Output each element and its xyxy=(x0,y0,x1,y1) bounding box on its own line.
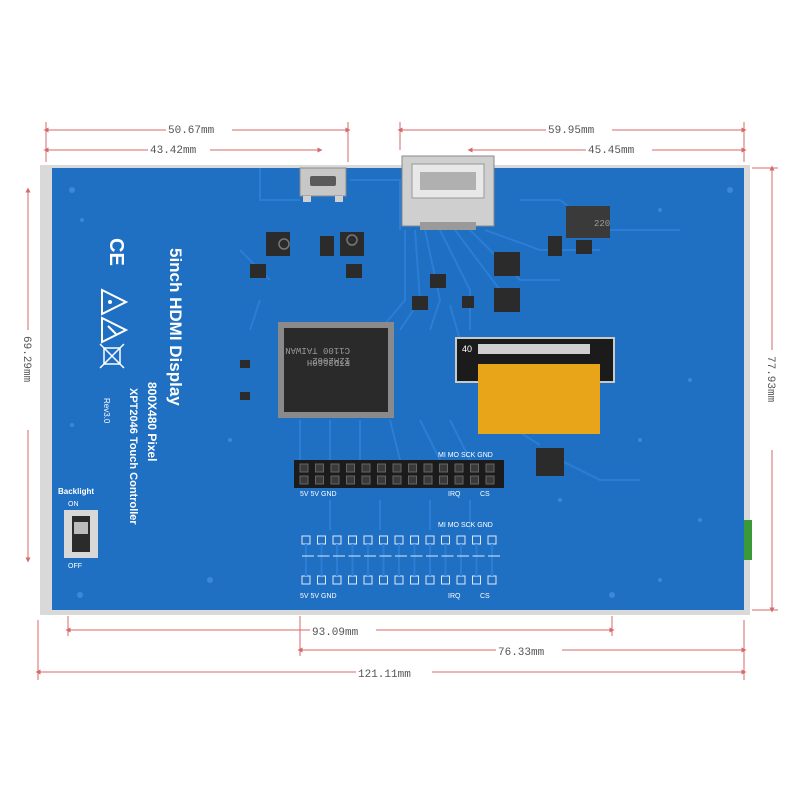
dim-top-right-outer: 59.95mm xyxy=(548,125,595,137)
side-connector xyxy=(744,520,752,560)
ce-mark-icon: CE xyxy=(105,238,127,266)
main-chip-line1: RTD2660H xyxy=(307,357,350,367)
weee-bin-icon xyxy=(99,343,125,369)
header-bottom-cs-label: CS xyxy=(480,491,490,498)
dim-top-outer: 50.67mm xyxy=(168,125,215,137)
board-revision: Rev3.0 xyxy=(102,398,111,424)
dim-bottom-right: 76.33mm xyxy=(498,647,545,659)
dim-right-height: 77.93mm xyxy=(764,356,776,403)
header-top-labels: MI MO SCK GND xyxy=(438,452,493,459)
board-title: 5inch HDMI Display xyxy=(166,248,185,406)
board-controller: XPT2046 Touch Controller xyxy=(127,388,139,525)
header-pin xyxy=(454,475,464,485)
header-pin xyxy=(485,463,495,473)
small-components: 220 xyxy=(240,206,610,476)
dim-left-height: 69.29mm xyxy=(20,336,32,383)
header-pin xyxy=(423,463,433,473)
micro-usb-port xyxy=(299,167,347,202)
dim-top-inner: 43.42mm xyxy=(150,145,197,157)
header-bottom-left-labels: 5V 5V GND xyxy=(300,491,337,498)
header-pin xyxy=(470,475,479,485)
board-resolution: 800X480 Pixel xyxy=(145,382,159,461)
silkscreen-text: 5inch HDMI Display 800X480 Pixel XPT2046… xyxy=(102,248,185,525)
pads-top-labels: MI MO SCK GND xyxy=(438,522,493,529)
svg-text:CE: CE xyxy=(105,238,127,266)
flex-cable xyxy=(478,364,600,434)
header-pin xyxy=(485,475,495,485)
pcb-vias xyxy=(69,187,733,598)
pcb-board xyxy=(40,165,752,615)
gpio-header-pins xyxy=(299,463,495,485)
pads-bottom-irq-label: IRQ xyxy=(448,593,461,600)
main-chip-line2: I2M2062 xyxy=(312,355,350,365)
lcd-connector: 40 xyxy=(455,337,615,434)
header-pin xyxy=(361,475,371,485)
hdmi-port xyxy=(401,155,495,230)
connector-label: 40 xyxy=(462,344,472,354)
header-pin xyxy=(330,463,340,473)
header-pin xyxy=(439,463,448,473)
header-bottom-irq-label: IRQ xyxy=(448,491,461,498)
pads-bottom-left-labels: 5V 5V GND xyxy=(300,593,337,600)
header-pin xyxy=(392,463,402,473)
dim-bottom-total: 121.11mm xyxy=(358,669,411,681)
header-pin xyxy=(408,475,417,485)
dim-top-right-inner: 45.45mm xyxy=(588,145,635,157)
header-pin xyxy=(315,463,324,473)
header-pin xyxy=(299,475,309,485)
backlight-switch: Backlight ON OFF xyxy=(58,487,98,570)
certification-marks: CE xyxy=(99,238,129,369)
header-pin xyxy=(439,475,448,485)
inductor-label: 220 xyxy=(594,219,610,229)
header-pin xyxy=(315,475,324,485)
backlight-on-label: ON xyxy=(68,501,79,508)
header-pin xyxy=(454,463,464,473)
header-pin xyxy=(392,475,402,485)
header-pin xyxy=(377,475,386,485)
dimension-labels: 50.67mm 43.42mm 59.95mm 45.45mm 69.29mm … xyxy=(20,122,780,681)
header-pin xyxy=(361,463,371,473)
inductor xyxy=(566,206,610,238)
header-pin xyxy=(346,463,355,473)
touch-controller-chip xyxy=(536,448,564,476)
solder-pad-rows xyxy=(301,535,500,585)
pads-bottom-cs-label: CS xyxy=(480,593,490,600)
main-chip: RTD2660H I2M2062 C1100 TAIWAN xyxy=(278,322,394,418)
esd-warning-icon xyxy=(101,288,129,316)
header-pin xyxy=(346,475,355,485)
header-pin xyxy=(470,463,479,473)
header-pin xyxy=(408,463,417,473)
header-pin xyxy=(330,475,340,485)
dim-bottom-inner: 93.09mm xyxy=(312,627,359,639)
esd-sensitive-icon xyxy=(101,316,129,344)
header-pin xyxy=(377,463,386,473)
backlight-label: Backlight xyxy=(58,487,94,496)
header-pin xyxy=(423,475,433,485)
main-chip-line3: C1100 TAIWAN xyxy=(285,345,350,355)
header-pin xyxy=(299,463,309,473)
backlight-off-label: OFF xyxy=(68,563,82,570)
